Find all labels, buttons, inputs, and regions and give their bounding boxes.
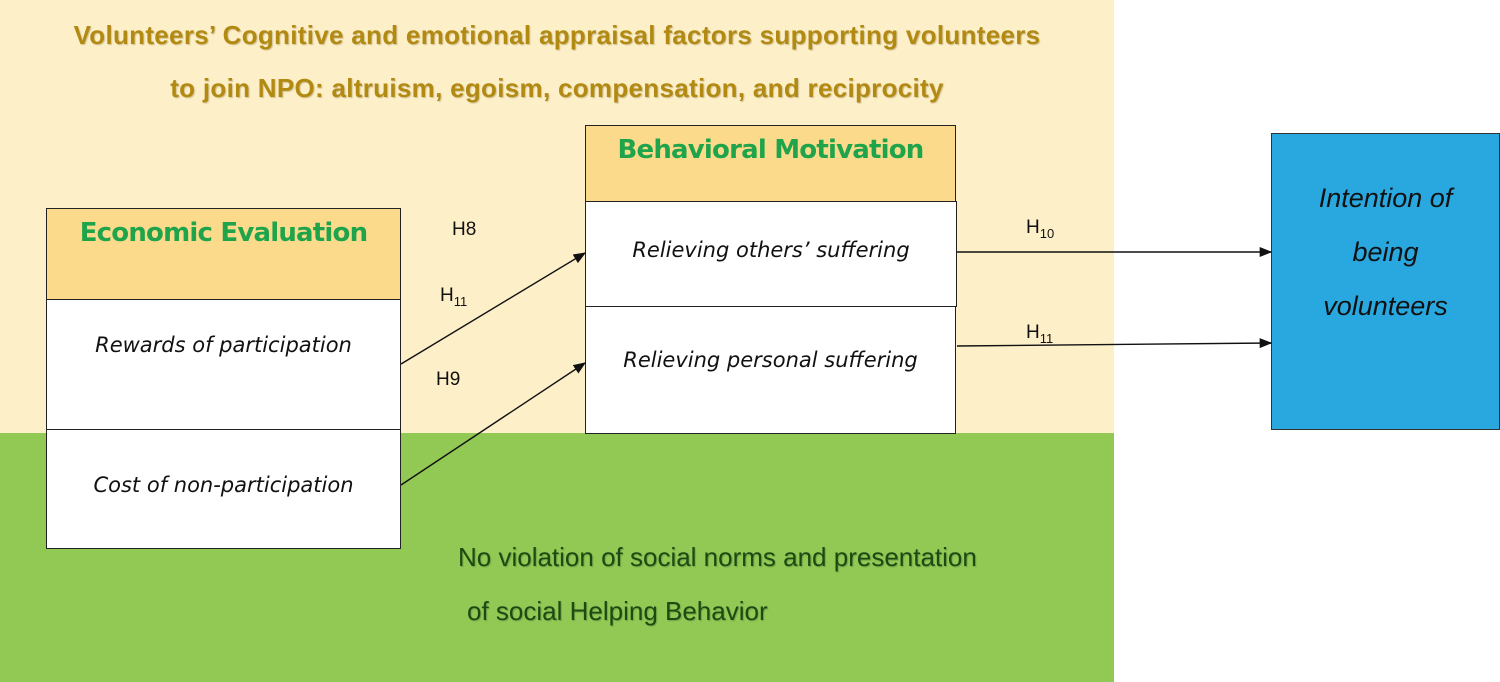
behavioral-motivation-title: Behavioral Motivation — [617, 135, 924, 165]
hypothesis-h10-label: H10 — [1026, 217, 1054, 241]
hypothesis-h11-right-base: H — [1026, 322, 1040, 343]
hypothesis-h9-label: H9 — [436, 369, 461, 390]
behavioral-motivation-header: Behavioral Motivation — [585, 125, 956, 202]
hypothesis-h11-left-label: H11 — [440, 285, 467, 309]
hypothesis-h10-sub: 10 — [1039, 225, 1055, 241]
intention-line-1: Intention of — [1318, 183, 1453, 213]
relieving-personal-suffering-node: Relieving personal suffering — [585, 306, 956, 434]
economic-evaluation-header: Economic Evaluation — [46, 208, 401, 300]
economic-evaluation-title: Economic Evaluation — [79, 218, 368, 248]
hypothesis-h8-label: H8 — [452, 219, 477, 240]
intention-line-3: volunteers — [1323, 291, 1448, 321]
social-norms-note: No violation of social norms and present… — [458, 530, 977, 638]
hypothesis-h10-base: H — [1026, 217, 1040, 238]
relieving-personal-suffering-label: Relieving personal suffering — [623, 348, 918, 372]
hypothesis-h11-left-sub: 11 — [453, 293, 468, 309]
hypothesis-h11-left-base: H — [440, 285, 454, 306]
social-norms-line-1: No violation of social norms and present… — [458, 542, 977, 572]
intention-of-being-volunteers-node: Intention of being volunteers — [1271, 133, 1500, 430]
cost-of-non-participation-label: Cost of non-participation — [93, 473, 354, 497]
rewards-of-participation-label: Rewards of participation — [95, 332, 352, 357]
relieving-others-suffering-label: Relieving others’ suffering — [632, 238, 910, 262]
title-line-2: to join NPO: altruism, egoism, compensat… — [170, 73, 944, 103]
hypothesis-h11-right-sub: 11 — [1039, 330, 1054, 346]
social-norms-line-2: of social Helping Behavior — [467, 596, 768, 626]
intention-line-2: being — [1352, 237, 1419, 267]
cost-of-non-participation-node: Cost of non-participation — [46, 429, 401, 549]
title-line-1: Volunteers’ Cognitive and emotional appr… — [73, 20, 1041, 50]
rewards-of-participation-node: Rewards of participation — [46, 299, 401, 430]
hypothesis-h11-right-label: H11 — [1026, 322, 1053, 346]
relieving-others-suffering-node: Relieving others’ suffering — [585, 201, 957, 307]
